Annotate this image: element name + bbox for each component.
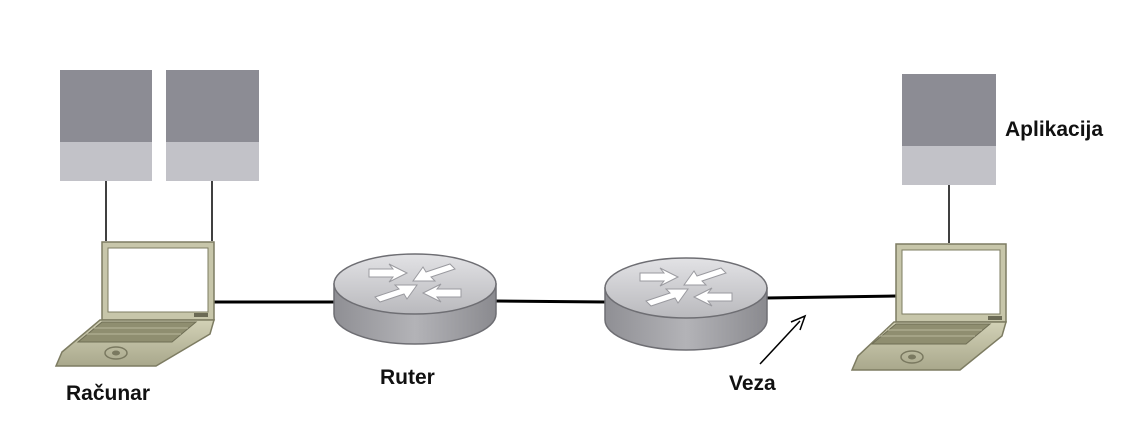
app-block-left-2 — [166, 70, 259, 181]
app-block-right — [902, 74, 996, 185]
label-application: Aplikacija — [1005, 118, 1104, 141]
cable-router1-router2 — [495, 299, 607, 304]
label-link: Veza — [729, 372, 776, 395]
cable-router2-laptop — [765, 294, 897, 300]
laptop-right — [850, 243, 1007, 371]
router-2 — [604, 257, 768, 351]
label-router: Ruter — [380, 366, 435, 389]
laptop-left — [54, 241, 215, 367]
label-computer: Računar — [66, 382, 151, 405]
app-block-left-1 — [60, 70, 152, 181]
router-1 — [333, 253, 497, 345]
link-pointer-arrow — [759, 314, 807, 365]
